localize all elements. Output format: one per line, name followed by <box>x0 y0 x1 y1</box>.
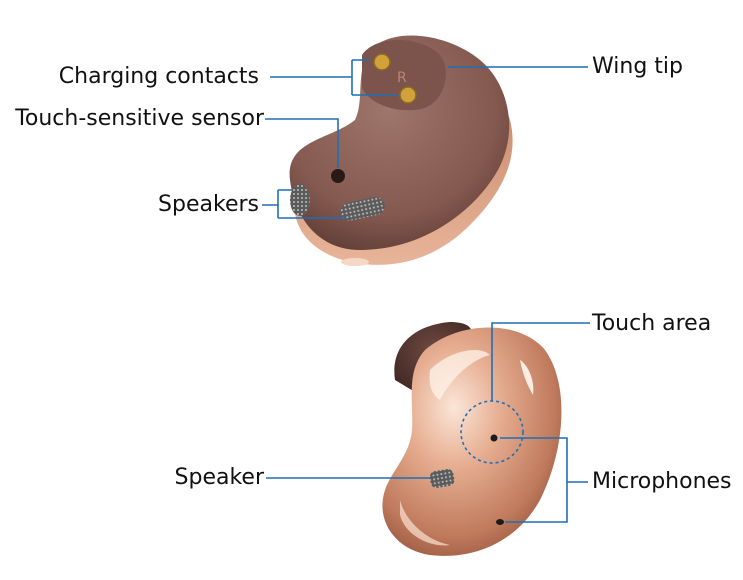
label-speakers: Speakers <box>158 192 259 217</box>
inner-earbud: R <box>289 35 513 266</box>
shell-highlight-lower <box>400 500 450 546</box>
leader-lines <box>262 59 590 523</box>
touch-sensor-dot <box>331 169 345 183</box>
charging-contact-bottom <box>399 86 417 104</box>
speaker-grille-left <box>290 184 310 216</box>
shell-highlight-main <box>429 350 490 400</box>
leader-touch-area <box>491 322 590 401</box>
outer-earbud-shell <box>382 327 562 556</box>
label-microphones: Microphones <box>592 469 732 494</box>
rim-highlight <box>341 258 369 266</box>
leader-microphones <box>500 437 588 523</box>
leader-touch-sensor <box>265 118 339 168</box>
outer-earbud <box>382 322 562 556</box>
label-touch-sensor: Touch-sensitive sensor <box>15 106 264 131</box>
label-charging-contacts: Charging contacts <box>58 64 259 89</box>
leader-charging-contacts <box>270 59 397 96</box>
microphone-top <box>490 434 498 442</box>
outer-speaker-grille <box>429 468 455 488</box>
contact-mark: R <box>397 70 407 86</box>
inner-earbud-body <box>289 35 510 250</box>
speaker-grille-right <box>340 197 385 221</box>
label-speaker: Speaker <box>174 465 264 490</box>
leader-speakers <box>262 189 345 219</box>
shell-highlight-edge <box>520 360 534 395</box>
label-wing-tip: Wing tip <box>592 54 683 79</box>
microphone-bottom <box>496 519 504 525</box>
label-touch-area: Touch area <box>592 311 712 336</box>
charging-contact-top <box>373 53 391 71</box>
